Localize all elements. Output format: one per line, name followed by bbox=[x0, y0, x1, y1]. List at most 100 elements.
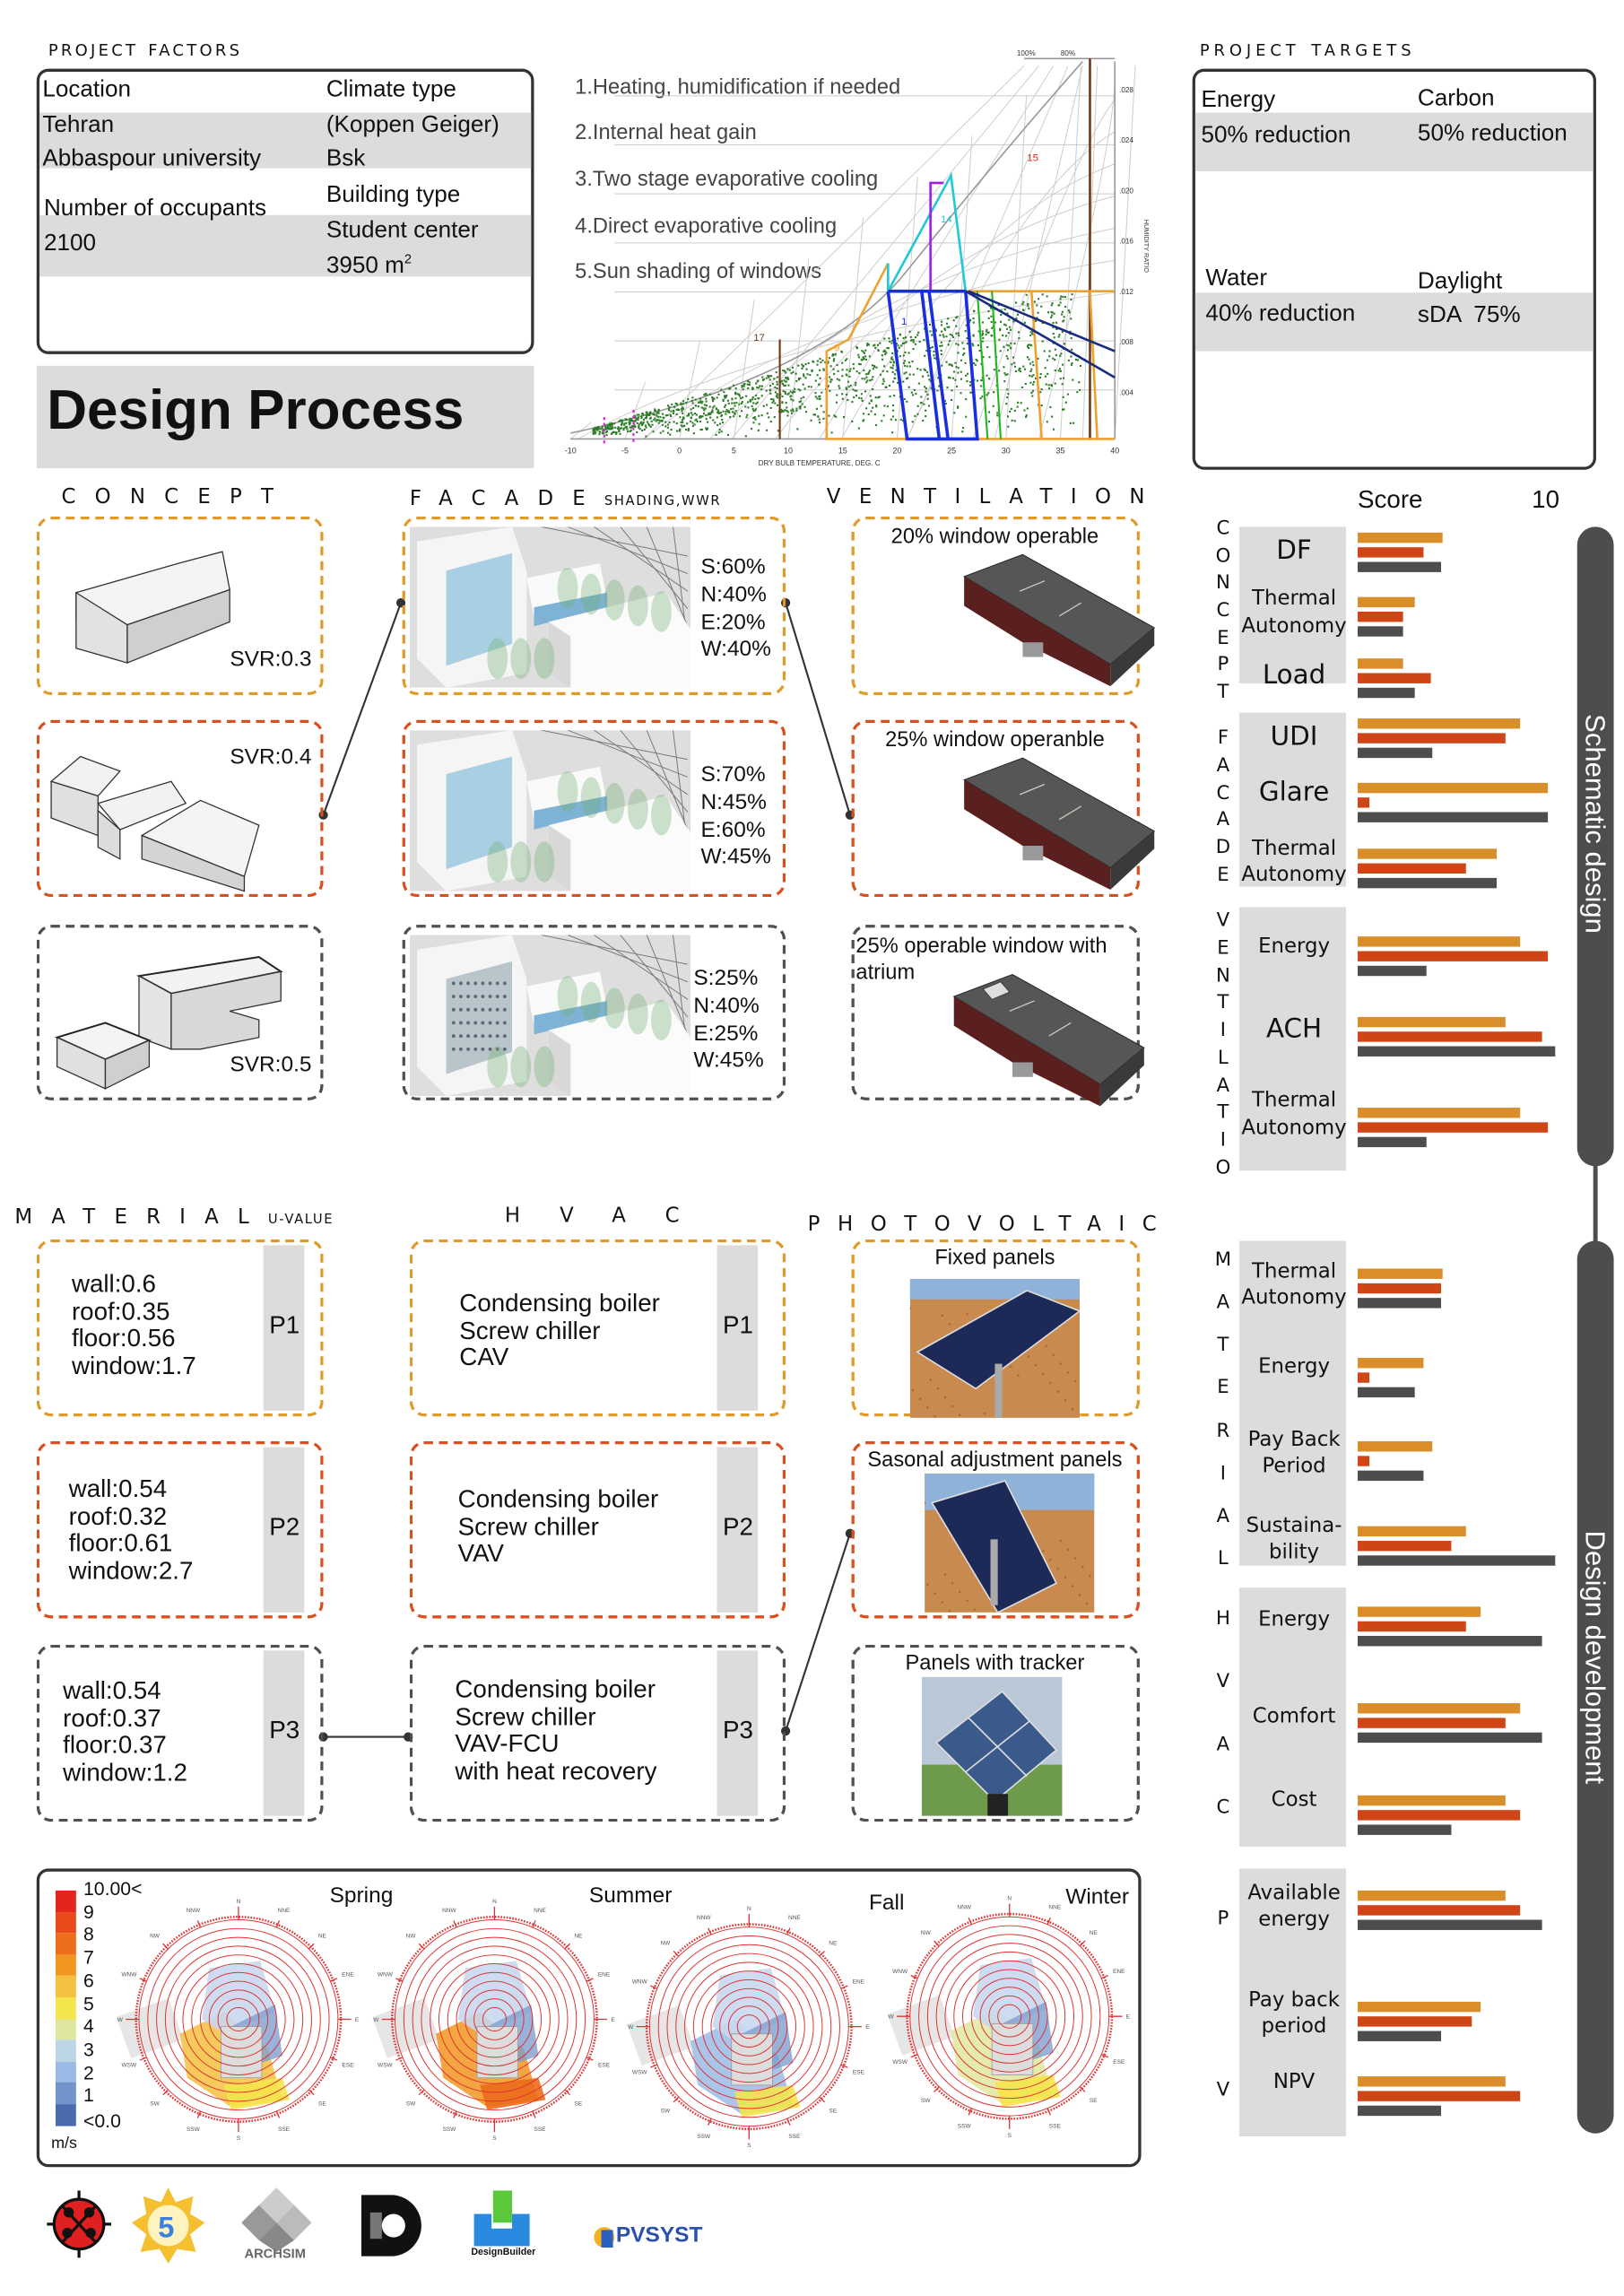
direction-label: N bbox=[237, 1899, 241, 1905]
metric-label: Thermal bbox=[1252, 1088, 1337, 1112]
targets-band-2 bbox=[1194, 292, 1594, 352]
data-point bbox=[638, 425, 640, 428]
data-point bbox=[734, 391, 737, 394]
direction-tick bbox=[418, 2089, 425, 2096]
data-point bbox=[1063, 408, 1065, 411]
score-bar-option-1 bbox=[1358, 782, 1548, 793]
data-point bbox=[643, 428, 646, 430]
data-point bbox=[872, 376, 874, 378]
data-point bbox=[657, 422, 660, 424]
strategy-item: 2.Internal heat gain bbox=[575, 121, 757, 145]
data-point bbox=[769, 420, 772, 423]
data-point bbox=[1029, 331, 1032, 334]
metric-label: bility bbox=[1269, 1540, 1320, 1565]
data-point bbox=[952, 370, 956, 373]
data-point bbox=[797, 377, 800, 380]
wwr-value: E:60% bbox=[700, 817, 766, 843]
data-point bbox=[645, 426, 647, 429]
data-point bbox=[945, 322, 949, 325]
legend-label: 7 bbox=[83, 1946, 94, 1969]
data-point bbox=[691, 413, 694, 416]
x-tick-label: -5 bbox=[621, 447, 629, 456]
data-point bbox=[1022, 365, 1025, 368]
data-point bbox=[627, 430, 630, 433]
data-point bbox=[965, 415, 968, 418]
data-point bbox=[618, 430, 621, 432]
data-point bbox=[996, 412, 999, 414]
data-point bbox=[1071, 361, 1073, 365]
data-point bbox=[1028, 358, 1030, 361]
material-title: Materialu-value bbox=[14, 1205, 334, 1231]
data-point bbox=[876, 344, 880, 346]
data-point bbox=[872, 388, 874, 391]
data-point bbox=[768, 376, 770, 378]
data-point bbox=[647, 422, 650, 425]
score-bar-option-2 bbox=[1358, 1809, 1520, 1820]
score-bar-option-3 bbox=[1358, 877, 1497, 888]
water-target-value: 40% reduction bbox=[1205, 301, 1356, 326]
data-point bbox=[948, 326, 951, 328]
data-point bbox=[759, 385, 761, 387]
connector-concept-facade bbox=[322, 602, 403, 816]
data-point bbox=[715, 433, 717, 437]
data-point bbox=[868, 370, 871, 372]
data-point bbox=[731, 402, 734, 404]
data-point bbox=[1052, 321, 1055, 325]
data-point bbox=[792, 390, 795, 393]
data-point bbox=[810, 386, 812, 388]
location-value: Tehran bbox=[42, 112, 115, 138]
data-point bbox=[1026, 356, 1029, 359]
score-bar-option-2 bbox=[1358, 672, 1431, 683]
data-point bbox=[965, 324, 968, 326]
data-point bbox=[1009, 346, 1012, 349]
direction-tick bbox=[1046, 1917, 1051, 1925]
data-point bbox=[945, 335, 948, 338]
data-point bbox=[947, 317, 950, 320]
data-point bbox=[735, 402, 738, 404]
data-point bbox=[642, 413, 645, 416]
data-point bbox=[966, 372, 969, 375]
direction-label: ENE bbox=[1113, 1969, 1125, 1975]
data-point bbox=[845, 373, 847, 376]
score-bar-option-1 bbox=[1358, 1267, 1443, 1279]
data-point bbox=[934, 329, 937, 332]
data-point bbox=[681, 419, 683, 422]
data-point bbox=[660, 419, 663, 422]
data-point bbox=[1054, 348, 1056, 351]
metric-label: UDI bbox=[1270, 721, 1318, 752]
direction-label: SW bbox=[150, 2100, 160, 2107]
data-point bbox=[699, 415, 701, 419]
data-point bbox=[754, 418, 757, 421]
data-point bbox=[785, 380, 788, 383]
score-bar-option-2 bbox=[1358, 2090, 1520, 2101]
data-point bbox=[648, 413, 651, 416]
y-axis-title: HUMIDITY RATIO bbox=[1142, 220, 1151, 273]
data-point bbox=[864, 373, 867, 376]
direction-tick bbox=[162, 1943, 169, 1950]
group-letter: P bbox=[1217, 654, 1229, 677]
data-point bbox=[780, 379, 784, 382]
data-point bbox=[890, 361, 892, 363]
data-point bbox=[789, 390, 792, 393]
data-point bbox=[704, 407, 707, 410]
score-bar-option-2 bbox=[1358, 1904, 1520, 1915]
score-bar-option-3 bbox=[1358, 1823, 1451, 1835]
data-point bbox=[792, 408, 795, 411]
data-point bbox=[801, 363, 803, 366]
data-point bbox=[687, 414, 690, 417]
data-point bbox=[807, 361, 810, 365]
data-point bbox=[720, 388, 723, 391]
data-point bbox=[1048, 350, 1051, 352]
data-point bbox=[629, 421, 631, 423]
data-point bbox=[782, 410, 785, 413]
data-point bbox=[695, 413, 698, 416]
data-point bbox=[903, 342, 906, 344]
data-point bbox=[1011, 363, 1013, 366]
climate-value: Bsk bbox=[326, 146, 366, 171]
data-point bbox=[1060, 352, 1063, 355]
data-point bbox=[1057, 304, 1060, 307]
data-point bbox=[1047, 384, 1050, 387]
data-point bbox=[708, 405, 711, 408]
data-point bbox=[687, 429, 690, 431]
